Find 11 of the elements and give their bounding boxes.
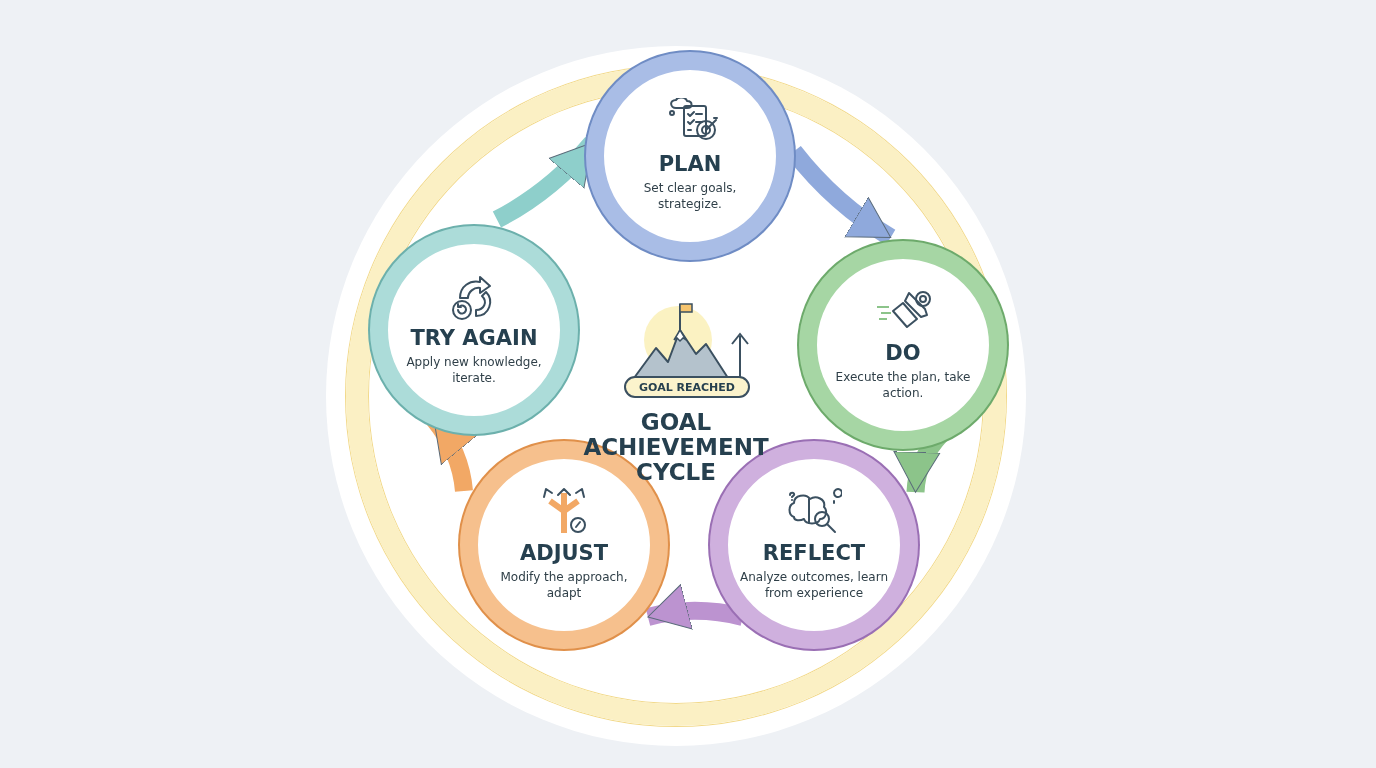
step-title: TRY AGAIN xyxy=(410,326,538,350)
step-description: Apply new knowledge, iterate. xyxy=(405,354,543,386)
step-title: ADJUST xyxy=(520,541,608,565)
step-description: Set clear goals, strategize. xyxy=(642,180,738,212)
goal-badge: GOAL REACHED xyxy=(624,376,750,398)
step-description: Execute the plan, take action. xyxy=(834,369,972,401)
step-description: Modify the approach, adapt xyxy=(499,569,629,601)
step-title: REFLECT xyxy=(762,541,866,565)
step-description: Analyze outcomes, learn from experience xyxy=(739,569,889,601)
step-title: PLAN xyxy=(658,152,722,176)
step-title: DO xyxy=(885,341,921,365)
